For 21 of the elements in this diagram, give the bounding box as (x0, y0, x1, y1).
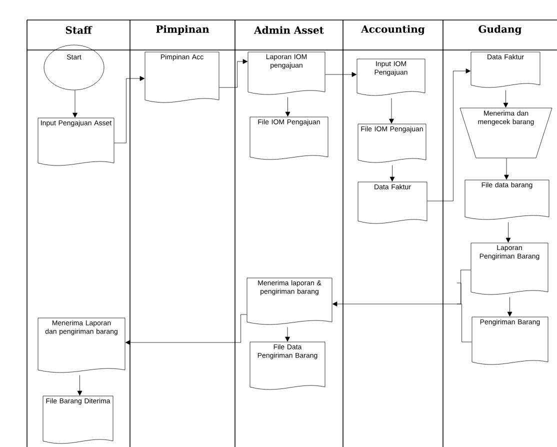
arrow (506, 222, 511, 243)
arrow (507, 296, 512, 317)
lane-header: Pimpinan (156, 25, 210, 35)
arrow (390, 165, 395, 182)
lane-header: Admin Asset (254, 26, 324, 34)
arrow (389, 98, 394, 124)
arrow (285, 97, 290, 117)
arrow (325, 72, 357, 77)
arrow (72, 90, 78, 118)
lane-header: Gudang (478, 25, 522, 35)
arrow (503, 90, 508, 108)
arrow (125, 314, 247, 345)
arrow (427, 68, 471, 202)
arrow (504, 158, 509, 180)
lane-header: Staff (66, 26, 92, 34)
arrow (77, 374, 82, 396)
lane-header: Accounting (361, 25, 425, 35)
arrow (114, 76, 145, 144)
arrow (219, 59, 248, 88)
arrow (285, 327, 290, 342)
arrow (332, 270, 472, 342)
